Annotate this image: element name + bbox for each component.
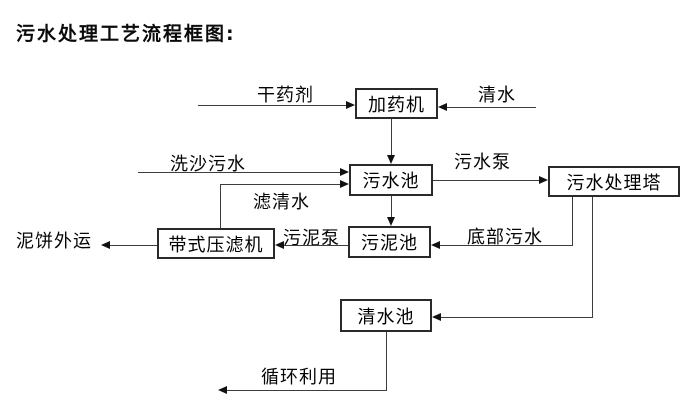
edge-sewage-to-sludge-line xyxy=(391,196,392,217)
edge-dosing-to-sewage-line xyxy=(391,119,392,156)
node-clean-water-pool: 清水池 xyxy=(340,299,432,332)
arrow-down-icon xyxy=(387,217,395,226)
edge-mud-cake-line xyxy=(110,245,157,246)
arrow-left-icon xyxy=(218,386,227,394)
arrow-left-icon xyxy=(432,313,441,321)
node-sludge-pool: 污泥池 xyxy=(348,226,431,258)
arrow-right-icon xyxy=(346,101,355,109)
edge-tower-to-clean-line xyxy=(441,317,593,318)
edge-sludge-pump-line xyxy=(284,245,348,246)
edge-bottom-sewage-vline xyxy=(572,197,573,245)
node-sewage-pool: 污水池 xyxy=(349,164,433,196)
flow-label-recycle-use: 循环利用 xyxy=(261,367,337,388)
arrow-right-icon xyxy=(340,180,349,188)
edge-sand-washing-line xyxy=(138,172,340,173)
flow-label-sewage-pump: 污水泵 xyxy=(454,152,511,173)
edge-sewage-pump-line xyxy=(433,180,539,181)
edge-tower-to-clean-vline xyxy=(592,197,593,318)
arrow-left-icon xyxy=(101,241,110,249)
arrow-left-icon xyxy=(275,241,284,249)
edge-clean-water-line xyxy=(447,107,536,108)
edge-dry-agent-line xyxy=(198,105,348,106)
edge-filtered-water-vline xyxy=(220,184,221,228)
flow-label-sand-washing-sewage: 洗沙污水 xyxy=(170,154,246,175)
arrow-left-icon xyxy=(438,103,447,111)
node-belt-filter-press: 带式压滤机 xyxy=(157,228,275,259)
edge-recycle-vline xyxy=(386,332,387,390)
flow-label-clean-water-in: 清水 xyxy=(478,85,516,106)
flow-label-dry-agent: 干药剂 xyxy=(257,85,314,106)
flow-label-mud-cake-out: 泥饼外运 xyxy=(16,231,92,252)
arrow-right-icon xyxy=(340,168,349,176)
arrow-left-icon xyxy=(431,241,440,249)
edge-bottom-sewage-line xyxy=(440,245,573,246)
flow-label-filtered-water: 滤清水 xyxy=(253,192,310,213)
node-treatment-tower: 污水处理塔 xyxy=(548,166,680,197)
arrow-right-icon xyxy=(539,176,548,184)
edge-recycle-line xyxy=(227,390,387,391)
node-dosing-machine: 加药机 xyxy=(355,88,438,119)
flow-label-sludge-pump: 污泥泵 xyxy=(283,228,340,249)
arrow-down-icon xyxy=(387,155,395,164)
page-title: 污水处理工艺流程框图: xyxy=(16,23,236,45)
edge-filtered-water-line xyxy=(220,184,340,185)
flow-label-bottom-sewage: 底部污水 xyxy=(467,227,543,248)
